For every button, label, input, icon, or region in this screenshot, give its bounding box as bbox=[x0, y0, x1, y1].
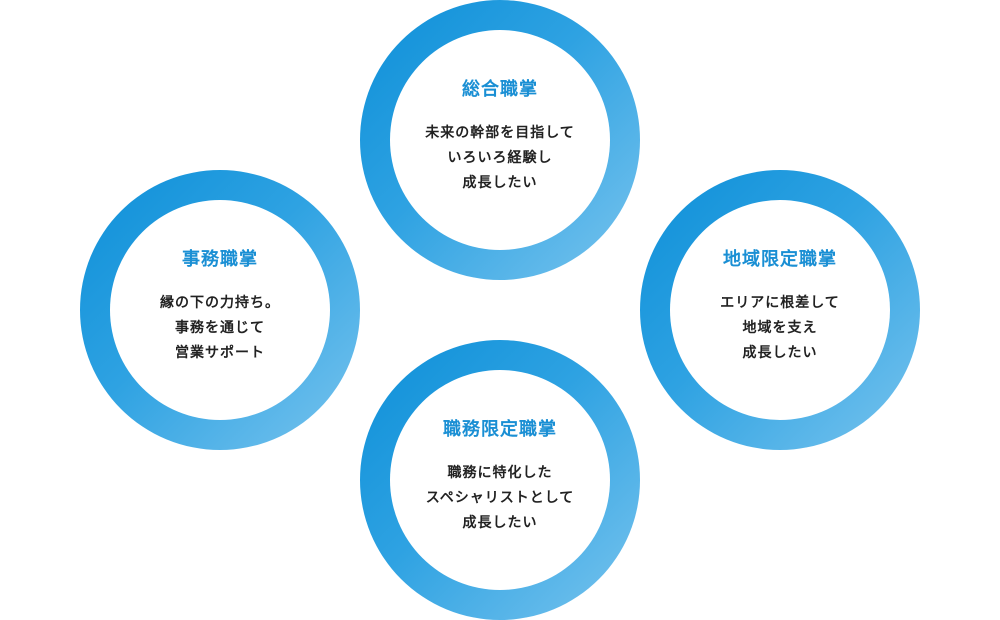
career-track-jimu-line: 縁の下の力持ち。 bbox=[160, 294, 280, 311]
career-track-jimu-line: 営業サポート bbox=[175, 344, 265, 361]
career-track-jimu: 事務職掌 縁の下の力持ち。 事務を通じて 営業サポート bbox=[80, 170, 360, 450]
career-track-chiiki-title: 地域限定職掌 bbox=[723, 248, 837, 270]
career-track-shokumu-line: 成長したい bbox=[462, 514, 538, 531]
career-track-sogo-title: 総合職掌 bbox=[462, 78, 538, 100]
career-track-sogo-line: 未来の幹部を目指して bbox=[425, 124, 575, 141]
career-track-chiiki-description: エリアに根差して 地域を支え 成長したい bbox=[720, 291, 840, 366]
career-track-shokumu-title: 職務限定職掌 bbox=[443, 418, 557, 440]
career-track-shokumu: 職務限定職掌 職務に特化した スペシャリストとして 成長したい bbox=[360, 340, 640, 620]
career-track-sogo-description: 未来の幹部を目指して いろいろ経験し 成長したい bbox=[425, 121, 575, 196]
career-track-jimu-description: 縁の下の力持ち。 事務を通じて 営業サポート bbox=[160, 291, 280, 366]
career-track-jimu-content: 事務職掌 縁の下の力持ち。 事務を通じて 営業サポート bbox=[110, 200, 330, 420]
career-track-chiiki-line: 地域を支え bbox=[742, 319, 818, 336]
career-track-jimu-line: 事務を通じて bbox=[175, 319, 265, 336]
career-track-shokumu-content: 職務限定職掌 職務に特化した スペシャリストとして 成長したい bbox=[390, 370, 610, 590]
career-track-shokumu-line: 職務に特化した bbox=[447, 464, 553, 481]
career-track-shokumu-description: 職務に特化した スペシャリストとして 成長したい bbox=[426, 461, 575, 536]
career-track-chiiki: 地域限定職掌 エリアに根差して 地域を支え 成長したい bbox=[640, 170, 920, 450]
career-track-sogo-line: 成長したい bbox=[462, 174, 538, 191]
career-track-chiiki-line: 成長したい bbox=[742, 344, 818, 361]
career-track-sogo-content: 総合職掌 未来の幹部を目指して いろいろ経験し 成長したい bbox=[390, 30, 610, 250]
career-track-sogo-line: いろいろ経験し bbox=[447, 149, 553, 166]
career-track-chiiki-content: 地域限定職掌 エリアに根差して 地域を支え 成長したい bbox=[670, 200, 890, 420]
career-track-shokumu-line: スペシャリストとして bbox=[425, 489, 575, 506]
career-track-chiiki-line: エリアに根差して bbox=[720, 294, 840, 311]
career-track-sogo: 総合職掌 未来の幹部を目指して いろいろ経験し 成長したい bbox=[360, 0, 640, 280]
career-track-jimu-title: 事務職掌 bbox=[182, 248, 258, 270]
